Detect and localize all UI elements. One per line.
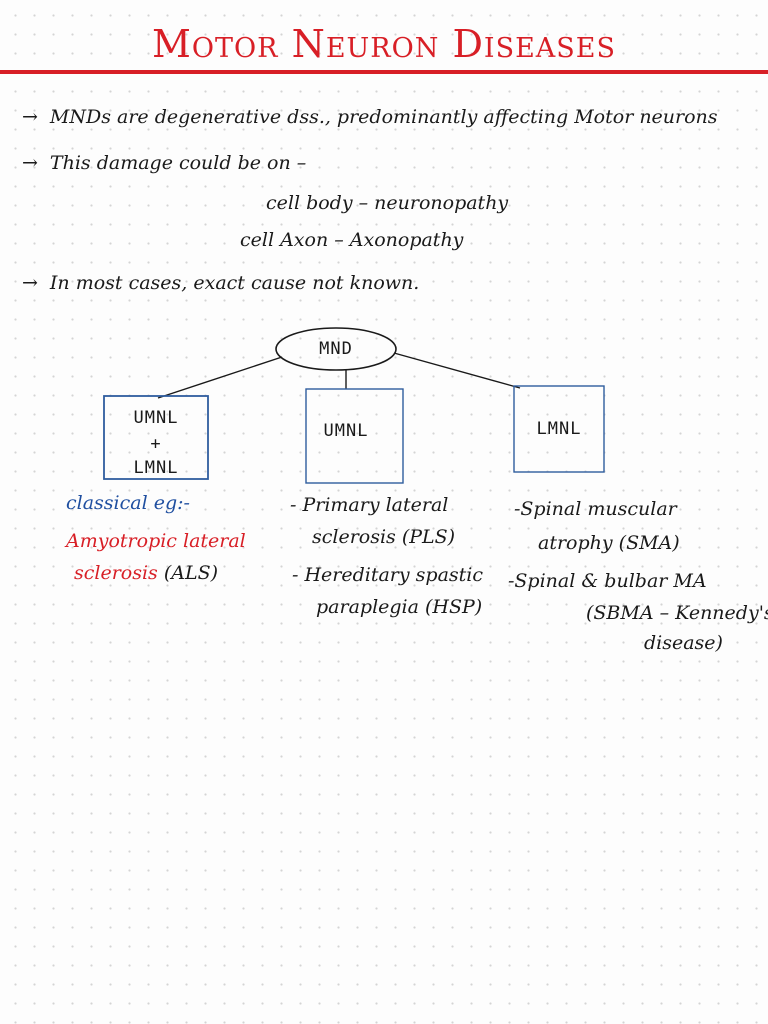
sub-bullet-1: cell body – neuronopathy bbox=[266, 192, 509, 214]
right-col-line1: -Spinal muscular bbox=[514, 498, 677, 520]
bullet-1: → MNDs are degenerative dss., predominant… bbox=[22, 106, 718, 128]
left-col-line1: Amyotropic lateral bbox=[66, 530, 246, 552]
right-col-line5: disease) bbox=[644, 632, 723, 654]
middle-col-line3: - Hereditary spastic bbox=[292, 564, 484, 586]
node-mnd-label: MND bbox=[319, 339, 353, 359]
right-col-line3: -Spinal & bulbar MA bbox=[508, 570, 707, 592]
middle-col-line4: paraplegia (HSP) bbox=[316, 596, 483, 618]
box-lmnl bbox=[513, 385, 605, 473]
node-middle-label: UMNL bbox=[323, 421, 369, 441]
arrow-icon: → bbox=[22, 272, 38, 294]
bullet-3: → In most cases, exact cause not known. bbox=[22, 272, 419, 294]
edge-to-right bbox=[393, 352, 521, 389]
node-left-line1: UMNL bbox=[133, 408, 179, 428]
mnd-ellipse bbox=[275, 327, 397, 371]
node-left-line2: + bbox=[150, 434, 162, 454]
bullet-3-text: In most cases, exact cause not known. bbox=[49, 272, 420, 294]
right-col-line4: (SBMA – Kennedy's bbox=[586, 602, 768, 624]
left-col-line2: sclerosis (ALS) bbox=[74, 562, 218, 584]
bullet-2: → This damage could be on – bbox=[22, 152, 306, 174]
middle-col-line2: sclerosis (PLS) bbox=[312, 526, 456, 548]
title-underline bbox=[0, 70, 768, 74]
left-col-line2-black: (ALS) bbox=[163, 562, 219, 584]
node-right-label: LMNL bbox=[536, 419, 582, 439]
bullet-1-text: MNDs are degenerative dss., predominantl… bbox=[49, 106, 718, 128]
left-col-heading: classical eg:- bbox=[66, 492, 190, 514]
arrow-icon: → bbox=[22, 152, 38, 174]
middle-col-line1: - Primary lateral bbox=[290, 494, 449, 516]
right-col-line2: atrophy (SMA) bbox=[538, 532, 680, 554]
box-umnl bbox=[305, 388, 404, 484]
page-title: Motor Neuron Diseases bbox=[151, 22, 617, 66]
bullet-2-text: This damage could be on – bbox=[49, 152, 307, 174]
left-col-line2-red: sclerosis bbox=[74, 562, 158, 584]
box-umnl-lmnl bbox=[103, 395, 209, 480]
node-left-line3: LMNL bbox=[133, 458, 179, 478]
arrow-icon: → bbox=[22, 106, 38, 128]
diagram-lines bbox=[103, 327, 605, 484]
edge-to-left bbox=[157, 356, 283, 399]
sub-bullet-2: cell Axon – Axonopathy bbox=[240, 229, 464, 251]
